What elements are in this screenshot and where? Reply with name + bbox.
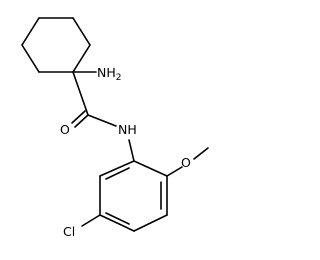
bond-amide-n-aryl bbox=[128, 139, 135, 162]
chemical-structure-diagram: NH2 O NH O Cl bbox=[21, 17, 209, 239]
bond-aryl-ether-o bbox=[166, 166, 183, 177]
amide-nitrogen-label: NH bbox=[118, 122, 137, 137]
bond-carbonyl-amide-n bbox=[87, 114, 117, 127]
chlorine-label: Cl bbox=[63, 224, 75, 239]
bond-ether-o-methyl bbox=[193, 147, 209, 160]
ether-oxygen-label: O bbox=[181, 155, 191, 170]
carbonyl-oxygen-label: O bbox=[60, 122, 70, 137]
cyclohexane-ring bbox=[21, 17, 91, 73]
carbonyl-double-bond bbox=[71, 110, 89, 128]
amine-label: NH2 bbox=[97, 65, 121, 83]
bond-aryl-chlorine bbox=[81, 214, 101, 227]
benzene-ring bbox=[99, 160, 168, 232]
bond-c1-carbonyl bbox=[72, 71, 89, 116]
